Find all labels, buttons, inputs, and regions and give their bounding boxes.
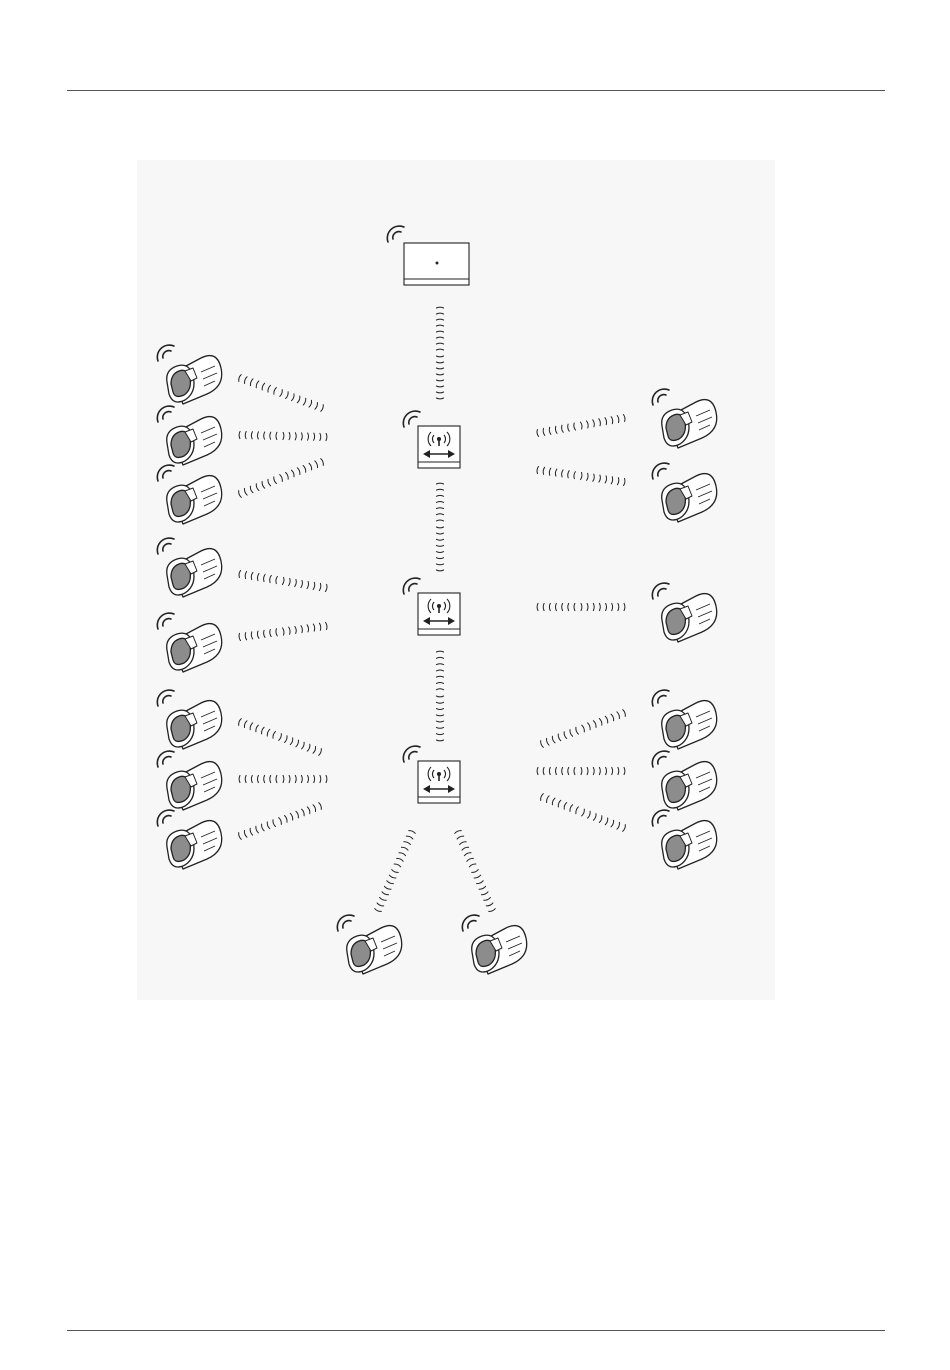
radiator-thermostat-icon	[652, 583, 716, 642]
radio-signal-icon	[157, 538, 174, 554]
radio-signal-icon	[403, 578, 420, 594]
wireless-link-icon	[537, 603, 625, 610]
radio-signal-icon	[652, 463, 669, 479]
wireless-link-icon	[375, 831, 416, 912]
wireless-link-icon	[239, 622, 327, 640]
wireless-link-icon	[239, 375, 324, 412]
radiator-thermostat-icon	[652, 690, 716, 749]
wireless-link-icon	[239, 431, 327, 440]
radiator-thermostat-icon	[652, 810, 716, 869]
radio-signal-icon	[157, 465, 174, 481]
wireless-link-icon	[537, 415, 625, 437]
radio-signal-icon	[157, 406, 174, 422]
wireless-repeater-icon	[403, 746, 460, 803]
wireless-link-icon	[239, 775, 327, 782]
radiator-thermostat-icon	[652, 389, 716, 448]
radio-signal-icon	[403, 746, 420, 762]
radio-signal-icon	[157, 690, 174, 706]
wireless-link-icon	[239, 570, 327, 591]
radiator-thermostat-icon	[157, 406, 221, 465]
wireless-link-icon	[436, 483, 443, 571]
radio-signal-icon	[652, 810, 669, 826]
wireless-repeater-icon	[403, 578, 460, 635]
radio-signal-icon	[157, 751, 174, 767]
radiator-thermostat-icon	[337, 915, 401, 974]
radio-signal-icon	[462, 915, 479, 931]
radiator-thermostat-icon	[157, 690, 221, 749]
radio-signal-icon	[403, 411, 420, 427]
radiator-thermostat-icon	[157, 810, 221, 869]
radiator-thermostat-icon	[157, 465, 221, 524]
radio-signal-icon	[652, 751, 669, 767]
wireless-link-icon	[436, 651, 443, 741]
radiator-thermostat-icon	[157, 751, 221, 810]
radiator-thermostat-icon	[157, 538, 221, 597]
radio-signal-icon	[387, 226, 404, 242]
wireless-link-icon	[239, 719, 322, 756]
radio-signal-icon	[157, 613, 174, 629]
wireless-link-icon	[541, 710, 626, 748]
radio-signal-icon	[157, 345, 174, 361]
wireless-link-icon	[436, 307, 443, 399]
wireless-repeater-icon	[403, 411, 460, 468]
wireless-controller-icon	[387, 226, 469, 285]
wireless-link-icon	[541, 794, 626, 832]
radio-signal-icon	[337, 915, 354, 931]
radiator-thermostat-icon	[157, 345, 221, 404]
radio-signal-icon	[652, 389, 669, 405]
wireless-link-icon	[239, 459, 324, 498]
wireless-link-icon	[455, 831, 496, 912]
radio-signal-icon	[157, 810, 174, 826]
wireless-link-icon	[239, 803, 322, 840]
radiator-thermostat-icon	[462, 915, 526, 974]
footer-rule	[67, 1330, 885, 1331]
radiator-thermostat-icon	[652, 751, 716, 810]
radio-signal-icon	[652, 583, 669, 599]
wireless-link-icon	[537, 466, 625, 485]
radiator-thermostat-icon	[652, 463, 716, 522]
radiator-thermostat-icon	[157, 613, 221, 672]
wireless-link-icon	[537, 767, 625, 774]
radio-signal-icon	[652, 690, 669, 706]
